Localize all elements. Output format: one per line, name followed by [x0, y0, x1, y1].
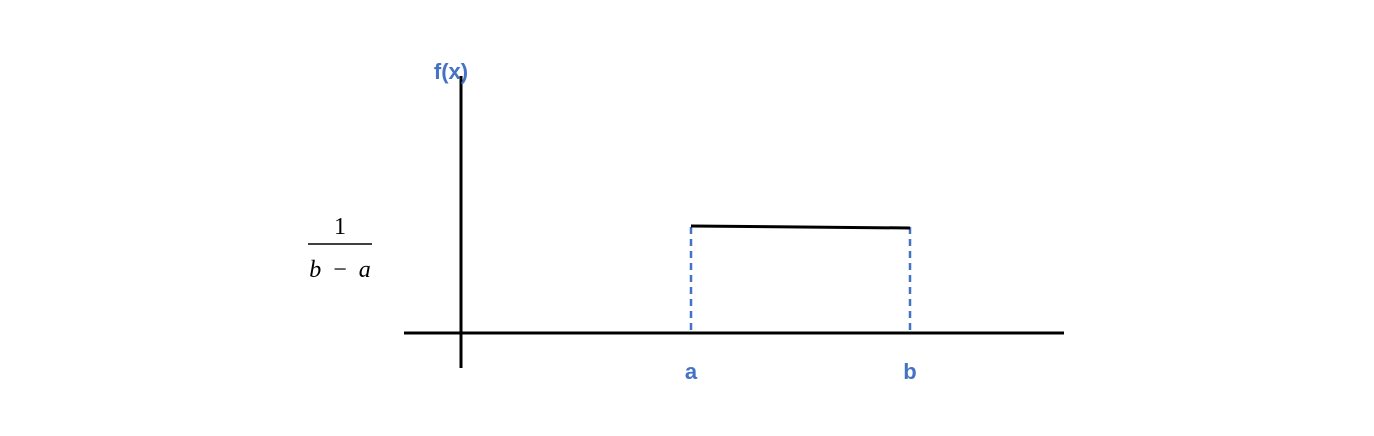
density-top-line	[690, 224, 911, 230]
fraction-numerator: 1	[334, 214, 346, 240]
denominator-minus: −	[333, 257, 347, 283]
x-marker-b: b	[903, 359, 916, 384]
x-marker-a: a	[685, 359, 698, 384]
fraction-denominator: b − a	[309, 257, 371, 283]
denominator-a: a	[359, 257, 371, 283]
denominator-b: b	[309, 257, 321, 283]
height-fraction-label: 1 b − a	[308, 214, 372, 283]
y-axis-label: f(x)	[434, 59, 468, 84]
